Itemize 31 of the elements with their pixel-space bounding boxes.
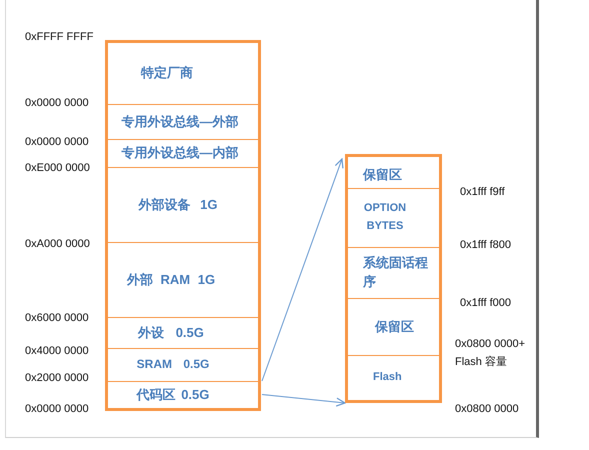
address-label: 0x1fff f9ff xyxy=(460,185,505,200)
address-label: 0x6000 0000 xyxy=(25,311,89,326)
region-label: 代码区 0.5G xyxy=(136,386,210,404)
region-label: 特定厂商 xyxy=(141,64,193,82)
region-label: 保留区 xyxy=(363,166,402,184)
address-label: 0x0000 0000 xyxy=(25,402,89,417)
region-label: 外部 RAM 1G xyxy=(126,270,216,289)
address-label: 0x0800 0000+ Flash 容量 xyxy=(455,337,526,370)
region-label: 专用外设总线—外部 xyxy=(122,112,238,131)
address-label: 0x4000 0000 xyxy=(25,344,89,359)
region-label: 保留区 xyxy=(375,318,414,336)
region-label: OPTION BYTES xyxy=(362,201,408,234)
region-label: Flash xyxy=(373,370,402,386)
region-label: 系统固话程序 xyxy=(363,254,429,291)
region-label: SRAM 0.5G xyxy=(136,356,210,374)
address-label: 0x1fff f000 xyxy=(460,296,511,311)
region-label: 专用外设总线—内部 xyxy=(122,144,238,162)
arrow xyxy=(262,394,346,407)
region-label: 外部设备 1G xyxy=(138,196,218,214)
memory-map xyxy=(345,154,442,403)
address-label: 0xA000 0000 xyxy=(25,237,90,252)
address-label: 0x0000 0000 xyxy=(25,135,89,150)
address-label: 0x0000 0000 xyxy=(25,96,89,111)
memory-map xyxy=(105,40,261,411)
region-label: 外设 0.5G xyxy=(138,324,204,342)
arrow xyxy=(262,158,344,382)
address-label: 0x1fff f800 xyxy=(460,238,511,253)
address-label: 0xE000 0000 xyxy=(25,161,90,176)
address-label: 0xFFFF FFFF xyxy=(25,30,94,45)
address-label: 0x0800 0000 xyxy=(455,402,519,417)
address-label: 0x2000 0000 xyxy=(25,371,89,386)
